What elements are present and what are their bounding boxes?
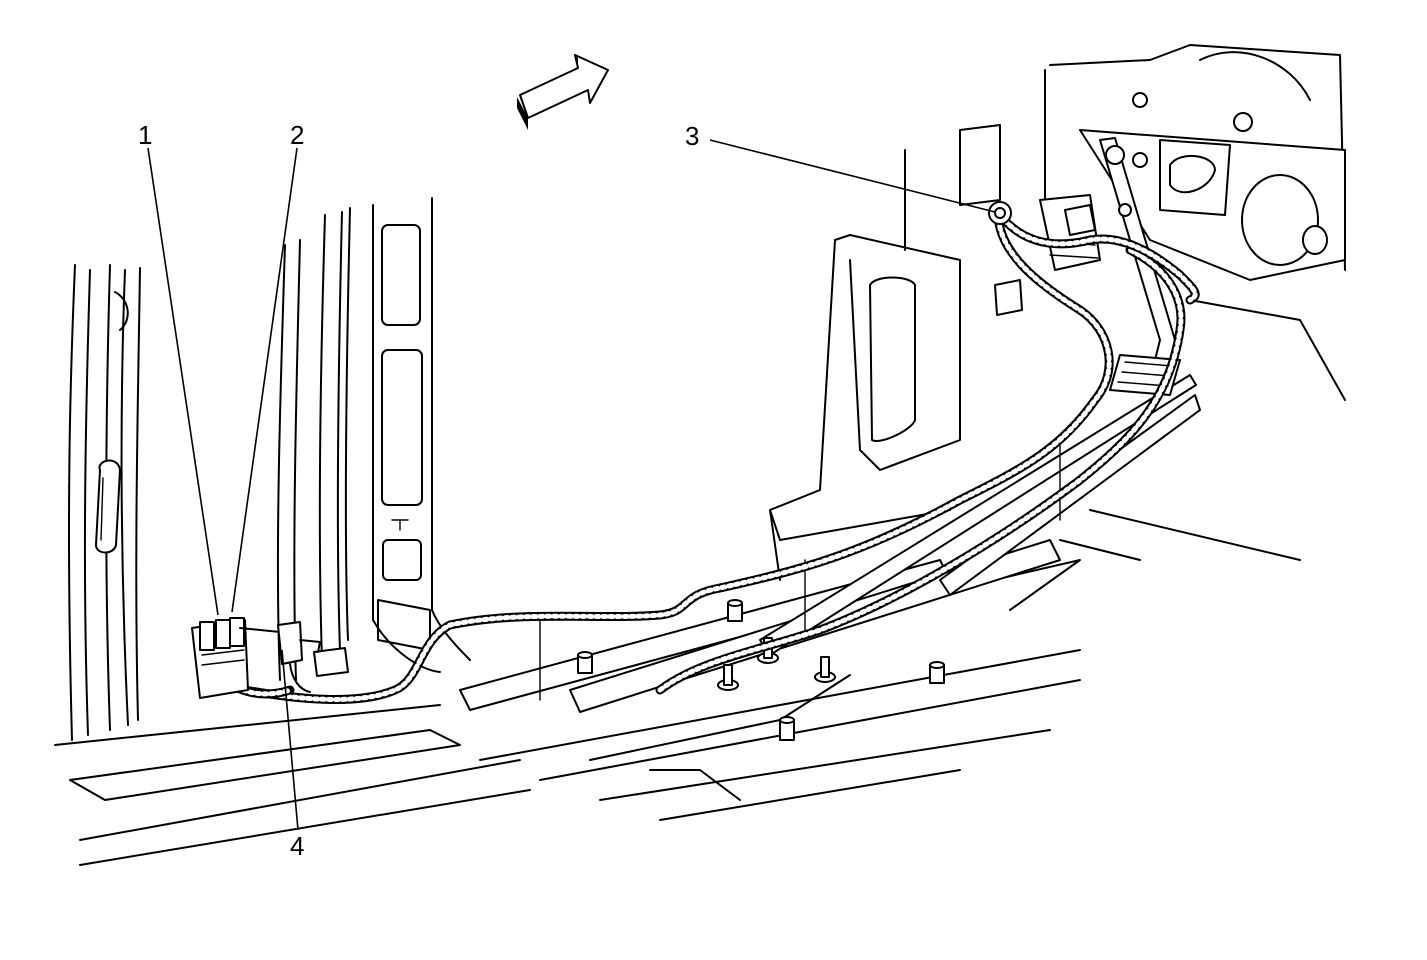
callout-3: 3	[685, 121, 699, 151]
stud	[929, 661, 945, 684]
main-wiring-harness	[210, 210, 1200, 704]
firewall-panel	[904, 44, 1346, 401]
center-pillar	[276, 207, 351, 681]
front-direction-arrow-icon	[517, 54, 609, 130]
callout-4: 4	[290, 831, 304, 861]
bolt	[717, 664, 739, 691]
pillar-connector-block	[191, 617, 281, 699]
harness-connector	[277, 621, 349, 693]
front-pillar-panel	[372, 197, 471, 673]
stud	[727, 599, 743, 622]
callout-leaders	[147, 139, 996, 831]
stud	[779, 716, 795, 741]
left-door-pillar	[67, 264, 141, 741]
callout-1: 1	[138, 120, 152, 150]
floor-studs	[577, 599, 945, 741]
kick-panel	[769, 234, 961, 581]
stud	[577, 651, 593, 674]
callout-2: 2	[290, 120, 304, 150]
bolt	[814, 656, 836, 683]
firewall-grommet	[988, 201, 1012, 225]
firewall-connectors	[994, 194, 1101, 316]
